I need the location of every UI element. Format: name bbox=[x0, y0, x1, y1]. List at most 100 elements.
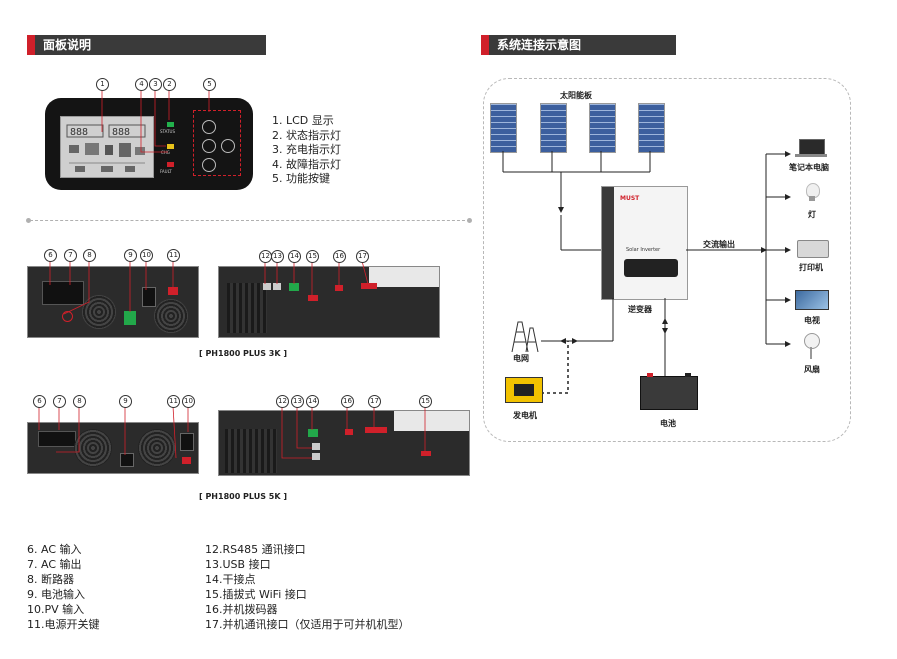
legend-item: 14.干接点 bbox=[205, 573, 256, 586]
callout-14: 14 bbox=[306, 395, 319, 408]
generator-label: 发电机 bbox=[513, 411, 537, 420]
panel-item-list: 1. LCD 显示 2. 状态指示灯 3. 充电指示灯 4. 故障指示灯 5. … bbox=[272, 114, 341, 187]
callout-8: 8 bbox=[83, 249, 96, 262]
callout-10: 10 bbox=[182, 395, 195, 408]
parallel-port bbox=[361, 283, 377, 289]
legend-item: 15.插拔式 WiFi 接口 bbox=[205, 588, 307, 601]
model-3k-bottom-view bbox=[27, 266, 199, 338]
callout-9: 9 bbox=[124, 249, 137, 262]
power-switch[interactable] bbox=[182, 457, 191, 464]
ports-legend-col2: 12.RS485 通讯接口 13.USB 接口 14.干接点 15.插拔式 Wi… bbox=[205, 542, 410, 632]
vent-grill bbox=[227, 283, 267, 333]
usb-port bbox=[312, 453, 320, 460]
inverter-screen bbox=[624, 259, 678, 277]
callout-6: 6 bbox=[44, 249, 57, 262]
callout-17: 17 bbox=[356, 250, 369, 263]
fan-grill-icon bbox=[74, 429, 112, 467]
pv-terminal bbox=[180, 433, 194, 451]
power-switch[interactable] bbox=[168, 287, 178, 295]
solar-panel-icon bbox=[589, 103, 616, 153]
legend-item: 9. 电池输入 bbox=[27, 588, 85, 601]
status-led-label: STATUS bbox=[160, 129, 176, 134]
tv-icon bbox=[795, 290, 829, 310]
inverter-model: Solar Inverter bbox=[626, 247, 661, 253]
chg-led-label: CHG bbox=[161, 150, 170, 155]
down-button[interactable] bbox=[202, 158, 216, 172]
callout-6: 6 bbox=[33, 395, 46, 408]
panel-item: 3. 充电指示灯 bbox=[272, 143, 341, 157]
section-divider bbox=[30, 220, 470, 221]
side-white-panel bbox=[394, 411, 469, 431]
bulb-base bbox=[809, 196, 815, 201]
wifi-port bbox=[421, 451, 431, 456]
callout-5: 5 bbox=[203, 78, 216, 91]
esc-button[interactable] bbox=[202, 139, 216, 153]
parallel-dip bbox=[335, 285, 343, 291]
rs485-port bbox=[312, 443, 320, 450]
fault-led bbox=[167, 162, 174, 167]
legend-item: 12.RS485 通讯接口 bbox=[205, 543, 306, 556]
solar-panel-label: 太阳能板 bbox=[560, 91, 592, 100]
system-diagram-frame bbox=[483, 78, 851, 442]
callout-1: 1 bbox=[96, 78, 109, 91]
legend-item: 16.并机拨码器 bbox=[205, 603, 278, 616]
legend-item: 7. AC 输出 bbox=[27, 558, 82, 571]
load-label-laptop: 笔记本电脑 bbox=[789, 163, 829, 172]
inverter-side bbox=[602, 187, 614, 299]
panel-item: 4. 故障指示灯 bbox=[272, 157, 341, 171]
header-accent-bar bbox=[481, 35, 489, 55]
rs485-port bbox=[263, 283, 271, 290]
callout-2: 2 bbox=[163, 78, 176, 91]
load-label-lamp: 灯 bbox=[808, 210, 816, 219]
battery-icon bbox=[640, 373, 698, 410]
header-accent-bar bbox=[27, 35, 35, 55]
system-section-title: 系统连接示意图 bbox=[497, 38, 582, 52]
legend-item: 8. 断路器 bbox=[27, 573, 74, 586]
power-tower-icon bbox=[511, 321, 539, 352]
solar-panel-icon bbox=[540, 103, 567, 153]
solar-panel-icon bbox=[638, 103, 665, 153]
enter-button[interactable] bbox=[221, 139, 235, 153]
callout-14: 14 bbox=[288, 250, 301, 263]
up-button[interactable] bbox=[202, 120, 216, 134]
legend-item: 10.PV 输入 bbox=[27, 603, 85, 616]
dry-contact bbox=[308, 429, 318, 437]
ac-terminal-block bbox=[42, 281, 84, 305]
panel-item: 1. LCD 显示 bbox=[272, 114, 334, 127]
usb-port bbox=[273, 283, 281, 290]
chg-led bbox=[167, 144, 174, 149]
fan-grill-icon bbox=[138, 429, 176, 467]
ac-output-label: 交流输出 bbox=[703, 240, 735, 249]
callout-10: 10 bbox=[140, 249, 153, 262]
battery-terminal bbox=[124, 311, 136, 325]
callout-11: 11 bbox=[167, 395, 180, 408]
pv-terminal bbox=[142, 287, 156, 307]
fan-grill-icon bbox=[154, 299, 188, 333]
grid-label: 电网 bbox=[513, 354, 529, 363]
breaker bbox=[62, 311, 73, 322]
fan-stand bbox=[810, 347, 812, 359]
battery-label: 电池 bbox=[660, 419, 676, 428]
battery-terminal bbox=[120, 453, 134, 467]
fan-icon bbox=[804, 333, 820, 349]
legend-item: 11.电源开关键 bbox=[27, 618, 100, 631]
callout-3: 3 bbox=[149, 78, 162, 91]
legend-item: 13.USB 接口 bbox=[205, 558, 271, 571]
battery-terminal-neg bbox=[685, 373, 691, 377]
parallel-port bbox=[365, 427, 387, 433]
printer-icon bbox=[797, 240, 829, 258]
status-led bbox=[167, 122, 174, 127]
panel-item: 5. 功能按键 bbox=[272, 172, 330, 186]
callout-7: 7 bbox=[53, 395, 66, 408]
battery-terminal-pos bbox=[647, 373, 653, 377]
parallel-dip bbox=[345, 429, 353, 435]
divider-dot-left bbox=[26, 218, 31, 223]
load-label-fan: 风扇 bbox=[804, 365, 820, 374]
generator-icon bbox=[505, 377, 543, 403]
system-section-header: 系统连接示意图 bbox=[481, 35, 676, 55]
load-label-tv: 电视 bbox=[804, 316, 820, 325]
